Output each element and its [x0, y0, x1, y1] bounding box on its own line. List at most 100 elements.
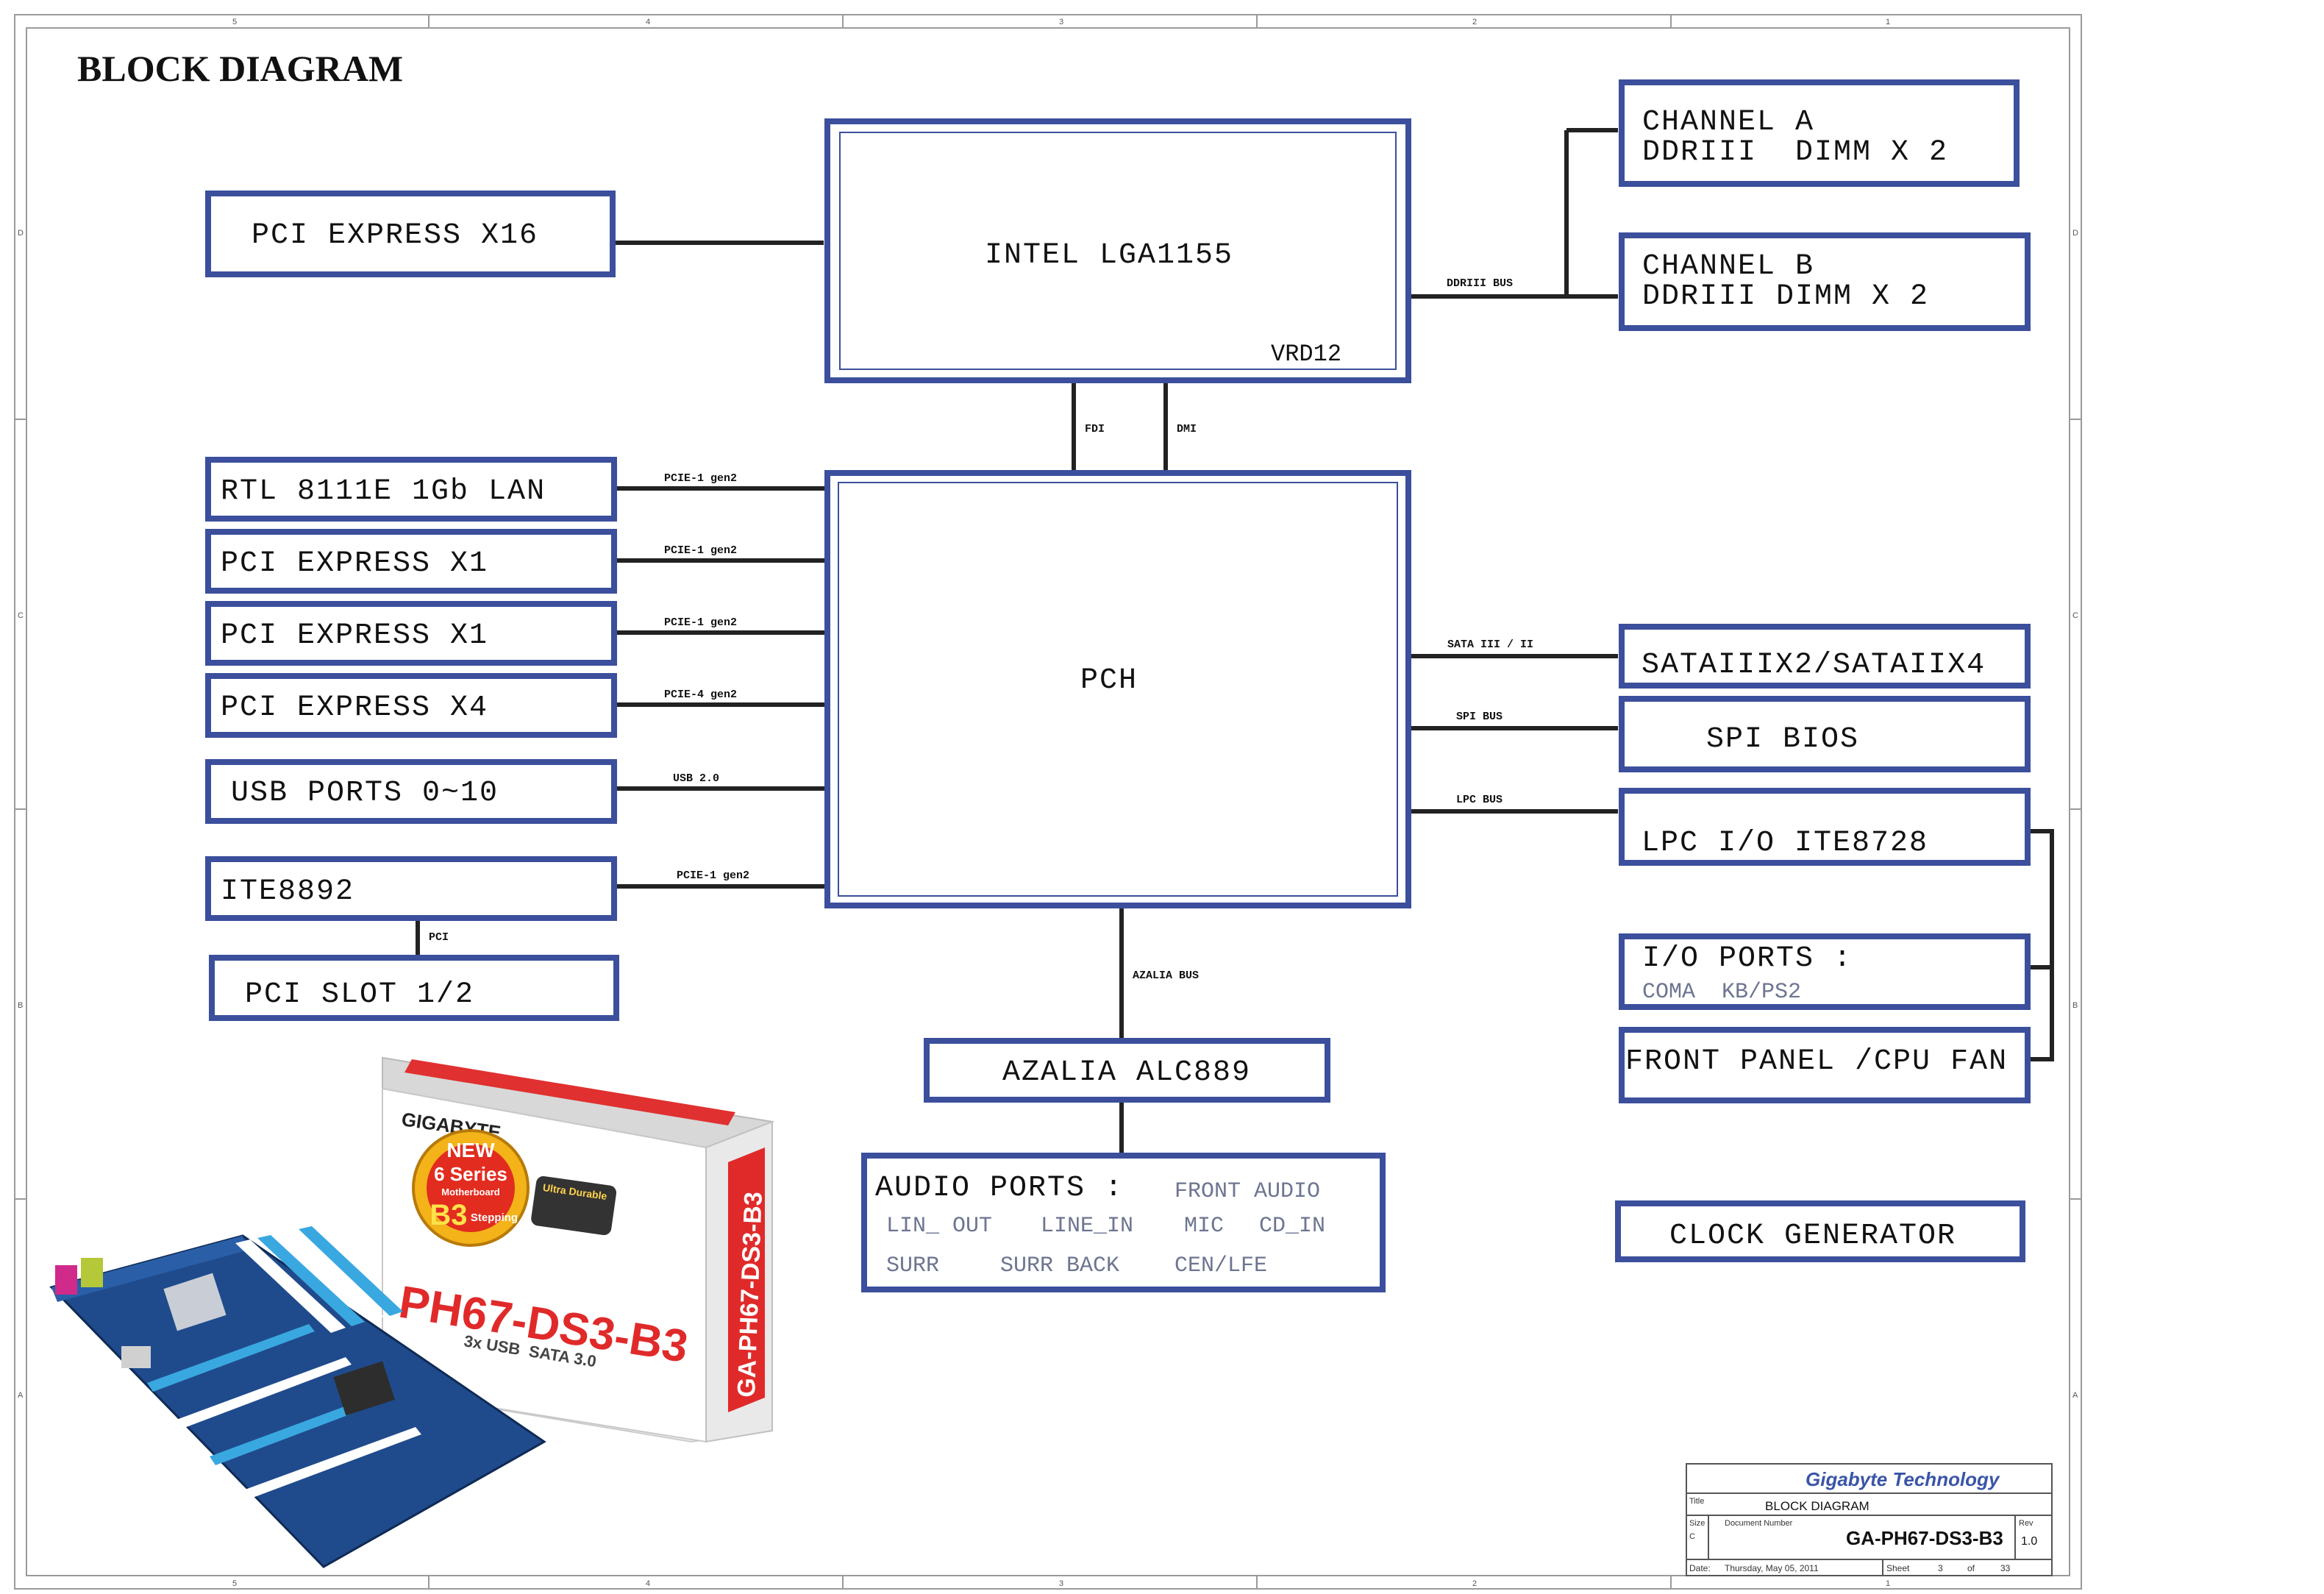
audio-front-audio: FRONT AUDIO — [1175, 1179, 1320, 1204]
bus-label-ite8892: PCIE-1 gen2 — [677, 869, 749, 882]
title-block-title: BLOCK DIAGRAM — [1765, 1499, 1869, 1513]
pcie-x16-label: PCI EXPRESS X16 — [252, 219, 538, 252]
pcie-x1-b-block: PCI EXPRESS X1 — [205, 601, 617, 666]
io-ports-block: I/O PORTS : COMA KB/PS2 — [1619, 933, 2031, 1010]
cpu-block: INTEL LGA1155 VRD12 — [824, 118, 1411, 383]
io-ports-sub: COMA KB/PS2 — [1642, 980, 1801, 1005]
title-block-docnum: GA-PH67-DS3-B3 — [1846, 1527, 2003, 1549]
audio-line-in: LINE_IN — [1041, 1214, 1133, 1239]
channel-a-line1: CHANNEL A — [1642, 106, 1814, 139]
frame-tick-side: D — [2072, 229, 2078, 238]
bus-label-ddriii: DDRIII BUS — [1447, 277, 1513, 290]
lpc-io-label: LPC I/O ITE8728 — [1642, 827, 1928, 860]
frame-tick-top: 2 — [1472, 18, 1477, 26]
spi-bios-label: SPI BIOS — [1706, 723, 1859, 756]
product-badge-stepping: B3 — [429, 1199, 467, 1231]
pch-block: PCH — [824, 470, 1411, 908]
front-panel-label: FRONT PANEL /CPU FAN — [1625, 1045, 2008, 1078]
frame-tick-side: A — [2072, 1391, 2078, 1400]
title-block-size: C — [1689, 1532, 1695, 1541]
frame-tick-top: 3 — [1059, 18, 1063, 26]
channel-b-block: CHANNEL B DDRIII DIMM X 2 — [1619, 232, 2031, 331]
bus-label-pcie-x1-a: PCIE-1 gen2 — [664, 544, 737, 557]
azalia-codec-label: AZALIA ALC889 — [1002, 1056, 1251, 1089]
sata-label: SATAIIIX2/SATAIIX4 — [1642, 649, 1986, 682]
frame-tick-bottom: 2 — [1472, 1579, 1477, 1588]
audio-surr-back: SURR BACK — [1000, 1253, 1119, 1278]
title-block-date-label: Date: — [1689, 1563, 1711, 1573]
sata-block: SATAIIIX2/SATAIIX4 — [1619, 624, 2031, 689]
bus-label-pci: PCI — [429, 931, 449, 944]
frame-tick-side: D — [18, 229, 24, 238]
title-block-title-label: Title — [1689, 1497, 1704, 1506]
channel-b-line1: CHANNEL B — [1642, 250, 1814, 283]
audio-cen-lfe: CEN/LFE — [1175, 1253, 1267, 1278]
pcie-x4-label: PCI EXPRESS X4 — [221, 691, 488, 725]
product-badge-series: 6 Series — [434, 1163, 507, 1185]
title-block-docnum-label: Document Number — [1725, 1519, 1793, 1528]
pcie-x4-block: PCI EXPRESS X4 — [205, 673, 617, 738]
audio-surr: SURR — [886, 1253, 939, 1278]
bus-label-lpc: LPC BUS — [1456, 794, 1503, 806]
frame-tick-bottom: 3 — [1059, 1579, 1063, 1588]
usb-block: USB PORTS 0~10 — [205, 759, 617, 824]
title-block-sheet-label: Sheet — [1886, 1563, 1910, 1573]
product-box-image: GA-PH67-DS3-B3 GIGABYTE NEW 6 Series Mot… — [49, 1056, 775, 1568]
spi-bios-block: SPI BIOS — [1619, 696, 2031, 772]
channel-a-block: CHANNEL A DDRIII DIMM X 2 — [1619, 79, 2020, 187]
title-block-company: Gigabyte Technology — [1806, 1468, 2000, 1490]
bus-label-pcie-x4: PCIE-4 gen2 — [664, 689, 737, 701]
title-block-sheet: 3 — [1938, 1563, 1943, 1573]
pci-slot-label: PCI SLOT 1/2 — [245, 978, 474, 1011]
lan-block: RTL 8111E 1Gb LAN — [205, 457, 617, 522]
frame-tick-side: C — [18, 611, 24, 620]
frame-tick-top: 1 — [1886, 18, 1890, 26]
cpu-label: INTEL LGA1155 — [985, 239, 1233, 272]
lpc-io-block: LPC I/O ITE8728 — [1619, 788, 2031, 866]
product-badge-new: NEW — [446, 1139, 495, 1161]
pcie-x16-block: PCI EXPRESS X16 — [205, 191, 616, 277]
audio-cd-in: CD_IN — [1259, 1214, 1325, 1239]
ite8892-label: ITE8892 — [221, 875, 354, 908]
bus-label-fdi: FDI — [1085, 423, 1105, 435]
lan-label: RTL 8111E 1Gb LAN — [221, 475, 546, 508]
title-block: Gigabyte Technology Title BLOCK DIAGRAM … — [1686, 1463, 2053, 1576]
title-block-of: 33 — [2000, 1563, 2011, 1573]
frame-tick-bottom: 5 — [232, 1579, 237, 1588]
frame-tick-side: B — [2072, 1001, 2078, 1010]
pcie-x1-b-label: PCI EXPRESS X1 — [221, 619, 488, 652]
bus-label-spi: SPI BUS — [1456, 711, 1503, 723]
bus-wires — [416, 128, 2054, 1153]
frame-tick-top: 4 — [646, 18, 650, 26]
frame-tick-side: C — [2072, 611, 2078, 620]
front-panel-block: FRONT PANEL /CPU FAN — [1619, 1027, 2031, 1103]
page-title: BLOCK DIAGRAM — [77, 48, 403, 89]
title-block-size-label: Size — [1689, 1519, 1705, 1528]
audio-lin-out: LIN_ OUT — [886, 1214, 992, 1239]
cpu-vrd-label: VRD12 — [1271, 341, 1341, 368]
frame-tick-bottom: 4 — [646, 1579, 650, 1588]
channel-b-line2: DDRIII DIMM X 2 — [1642, 280, 1929, 313]
frame-tick-bottom: 1 — [1886, 1579, 1890, 1588]
pcie-x1-a-label: PCI EXPRESS X1 — [221, 547, 488, 580]
pch-label: PCH — [1080, 664, 1138, 697]
clock-generator-block: CLOCK GENERATOR — [1615, 1200, 2025, 1262]
title-block-rev: 1.0 — [2021, 1535, 2037, 1548]
title-block-rev-label: Rev — [2019, 1519, 2034, 1528]
drawing-frame: 5 4 3 2 1 5 4 3 2 1 D C B A D C B A — [14, 14, 2082, 1590]
audio-ports-block: AUDIO PORTS : FRONT AUDIO LIN_ OUT LINE_… — [861, 1153, 1386, 1292]
frame-tick-side: B — [18, 1001, 23, 1010]
channel-a-line2: DDRIII DIMM X 2 — [1642, 136, 1948, 169]
bus-label-usb: USB 2.0 — [673, 772, 719, 785]
ite8892-block: ITE8892 — [205, 856, 617, 921]
io-ports-title: I/O PORTS : — [1642, 942, 1853, 975]
bus-label-dmi: DMI — [1177, 423, 1197, 435]
title-block-of-label: of — [1967, 1563, 1975, 1573]
azalia-codec-block: AZALIA ALC889 — [924, 1038, 1330, 1103]
title-block-date: Thursday, May 05, 2011 — [1725, 1563, 1819, 1573]
pcie-x1-a-block: PCI EXPRESS X1 — [205, 529, 617, 594]
audio-ports-title: AUDIO PORTS : — [875, 1172, 1124, 1205]
usb-label: USB PORTS 0~10 — [231, 777, 499, 810]
pci-slot-block: PCI SLOT 1/2 — [209, 955, 619, 1021]
audio-mic: MIC — [1184, 1214, 1224, 1239]
